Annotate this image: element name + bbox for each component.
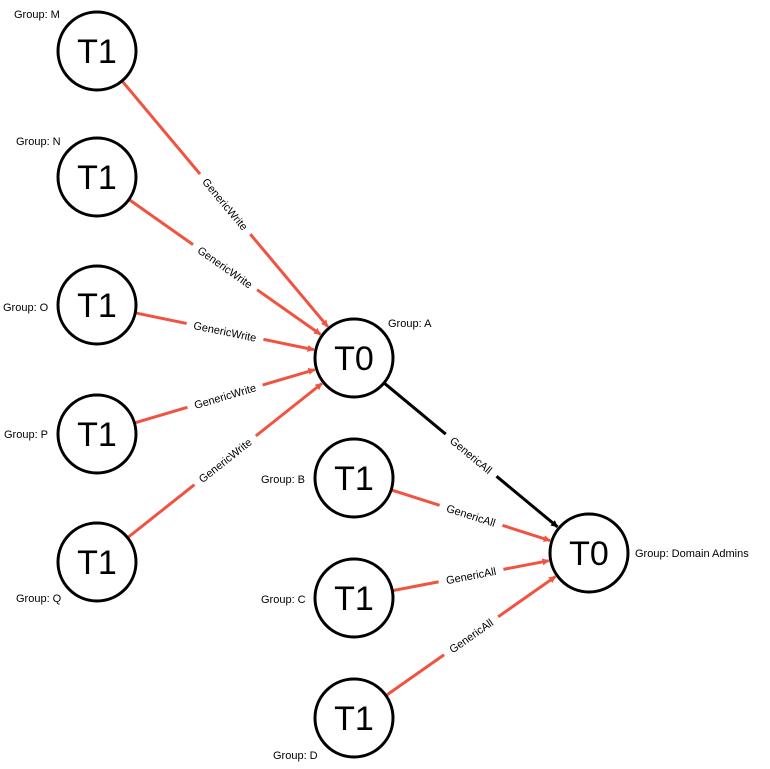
node-tier-label: T0 bbox=[334, 340, 374, 378]
edge-b-da: GenericAll bbox=[391, 488, 551, 542]
edge-label-group: GenericWrite bbox=[185, 316, 265, 347]
node-group-label: Group: O bbox=[3, 302, 49, 314]
edge-label: GenericAll bbox=[445, 503, 497, 530]
edge-label: GenericWrite bbox=[197, 437, 255, 486]
edge-m-a: GenericWrite bbox=[121, 80, 329, 328]
node-group-label: Group: Domain Admins bbox=[635, 548, 749, 560]
node-tier-label: T1 bbox=[77, 33, 117, 71]
edge-p-a: GenericWrite bbox=[134, 368, 316, 425]
edge-label-bg bbox=[189, 238, 262, 296]
node-circle bbox=[313, 677, 395, 759]
node-group-label: Group: P bbox=[4, 429, 48, 441]
node-group-label: Group: D bbox=[273, 750, 318, 762]
edge-q-a: GenericWrite bbox=[127, 382, 323, 539]
node-m: T1 Group: M bbox=[14, 9, 138, 92]
edge-o-a: GenericWrite bbox=[135, 311, 315, 352]
edge-label-bg bbox=[194, 169, 256, 239]
edge-label: GenericAll bbox=[447, 617, 495, 656]
node-tier-label: T1 bbox=[334, 700, 374, 738]
edge-label-bg bbox=[441, 428, 501, 482]
node-group-label: Group: C bbox=[261, 594, 306, 606]
edge-d-da: GenericAll bbox=[385, 575, 557, 697]
node-a: T0 Group: A bbox=[313, 317, 432, 399]
node-circle bbox=[313, 557, 395, 639]
edge-label-group: GenericWrite bbox=[190, 430, 261, 491]
edge-label-bg bbox=[190, 430, 261, 491]
node-circle bbox=[56, 393, 138, 475]
edge-label-group: GenericWrite bbox=[189, 238, 262, 296]
edge-label: GenericAll bbox=[447, 435, 494, 477]
edge-a-da: GenericAll bbox=[383, 382, 559, 528]
node-circle bbox=[56, 136, 138, 218]
edge-label-bg bbox=[440, 611, 503, 661]
edge-n-a: GenericWrite bbox=[128, 198, 322, 336]
node-group-label: Group: A bbox=[388, 318, 432, 330]
edge-label: GenericWrite bbox=[199, 176, 249, 233]
node-n: T1 Group: N bbox=[16, 136, 138, 218]
node-group-label: Group: N bbox=[16, 136, 61, 148]
node-tier-label: T0 bbox=[569, 535, 609, 573]
node-tier-label: T1 bbox=[77, 416, 117, 454]
edge-label-bg bbox=[437, 562, 505, 589]
edge-label-group: GenericAll bbox=[437, 498, 505, 533]
edge-label: GenericWrite bbox=[195, 245, 254, 292]
node-circle bbox=[56, 521, 138, 603]
node-da: T0 Group: Domain Admins bbox=[548, 512, 749, 594]
node-c: T1 Group: C bbox=[261, 557, 395, 639]
edge-label-bg bbox=[185, 378, 265, 414]
edge-label-bg bbox=[437, 498, 505, 533]
node-circle bbox=[56, 10, 138, 92]
node-tier-label: T1 bbox=[77, 159, 117, 197]
node-b: T1 Group: B bbox=[261, 437, 395, 519]
node-circle bbox=[56, 264, 138, 346]
edge-label: GenericWrite bbox=[192, 320, 257, 345]
node-group-label: Group: Q bbox=[16, 593, 62, 605]
node-p: T1 Group: P bbox=[4, 393, 138, 475]
edge-c-da: GenericAll bbox=[393, 558, 550, 592]
edge-label-group: GenericWrite bbox=[185, 378, 265, 414]
edge-label-group: GenericWrite bbox=[194, 169, 256, 239]
node-circle bbox=[313, 437, 395, 519]
node-circle bbox=[313, 317, 395, 399]
node-tier-label: T1 bbox=[334, 580, 374, 618]
node-o: T1 Group: O bbox=[3, 264, 138, 346]
edge-label-group: GenericAll bbox=[440, 611, 503, 661]
node-tier-label: T1 bbox=[77, 287, 117, 325]
edge-label-bg bbox=[185, 316, 265, 347]
edge-label: GenericWrite bbox=[193, 382, 258, 412]
node-circle bbox=[548, 512, 630, 594]
node-tier-label: T1 bbox=[334, 460, 374, 498]
edge-label-group: GenericAll bbox=[441, 428, 501, 482]
node-group-label: Group: M bbox=[14, 9, 60, 21]
edge-label-group: GenericAll bbox=[437, 562, 505, 589]
node-group-label: Group: B bbox=[261, 474, 305, 486]
node-tier-label: T1 bbox=[77, 544, 117, 582]
